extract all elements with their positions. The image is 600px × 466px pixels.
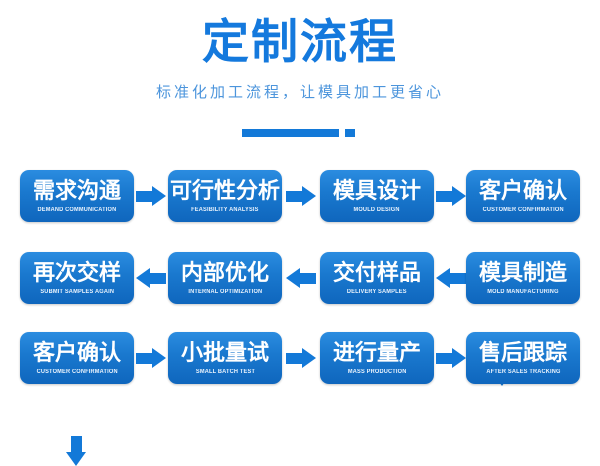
arrow-shaft: [136, 191, 153, 202]
flow-node-label-en: CUSTOMER CONFIRMATION: [36, 368, 118, 375]
arrow-head: [152, 348, 166, 368]
arrow-right-icon: [286, 186, 316, 207]
flow-node-label-cn: 模具制造: [478, 259, 567, 285]
flow-row-3: 客户确认 CUSTOMER CONFIRMATION 小批量试 SMALL BA…: [0, 332, 600, 384]
arrow-left-icon: [436, 268, 466, 289]
arrow-left-icon: [286, 268, 316, 289]
flow-node-customer-confirmation-1[interactable]: 客户确认 CUSTOMER CONFIRMATION: [466, 170, 580, 222]
arrow-head: [436, 268, 450, 288]
header: 定制流程 标准化加工流程，让模具加工更省心: [0, 0, 600, 150]
flow-node-label-en: FEASIBILITY ANALYSIS: [191, 206, 259, 213]
flow-node-label-cn: 进行量产: [332, 339, 421, 365]
flow-node-label-en: AFTER SALES TRACKING: [485, 368, 561, 375]
header-divider: [0, 129, 600, 138]
arrow-head: [302, 186, 316, 206]
flow-node-demand-communication[interactable]: 需求沟通 DEMAND COMMUNICATION: [20, 170, 134, 222]
flow-node-label-cn: 交付样品: [332, 259, 421, 285]
arrow-shaft: [436, 353, 453, 364]
flow-node-label-en: MOULD DESIGN: [353, 206, 401, 213]
arrow-left-icon: [136, 268, 166, 289]
flow-node-label-cn: 再次交样: [32, 259, 121, 285]
arrow-right-icon: [436, 348, 466, 369]
flow-node-label-cn: 客户确认: [478, 177, 567, 203]
arrow-right-icon: [136, 186, 166, 207]
arrow-right-icon: [136, 348, 166, 369]
page-title: 定制流程: [202, 15, 398, 68]
flow-node-label-en: SMALL BATCH TEST: [195, 368, 255, 375]
flow-node-label-cn: 模具设计: [332, 177, 421, 203]
arrow-head: [66, 452, 86, 466]
flow-node-feasibility-analysis[interactable]: 可行性分析 FEASIBILITY ANALYSIS: [168, 170, 282, 222]
flow-node-mass-production[interactable]: 进行量产 MASS PRODUCTION: [320, 332, 434, 384]
arrow-shaft: [149, 273, 166, 284]
flow-node-internal-optimization[interactable]: 内部优化 INTERNAL OPTIMIZATION: [168, 252, 282, 304]
flow-node-label-en: CUSTOMER CONFIRMATION: [482, 206, 564, 213]
flow-node-label-en: DELIVERY SAMPLES: [347, 288, 407, 295]
flow-node-after-sales-tracking[interactable]: 售后跟踪 AFTER SALES TRACKING: [466, 332, 580, 384]
flow-node-customer-confirmation-2[interactable]: 客户确认 CUSTOMER CONFIRMATION: [20, 332, 134, 384]
arrow-head: [452, 348, 466, 368]
flow-node-small-batch-test[interactable]: 小批量试 SMALL BATCH TEST: [168, 332, 282, 384]
arrow-right-icon: [286, 348, 316, 369]
flow-node-label-cn: 可行性分析: [169, 177, 280, 203]
flow-node-label-cn: 售后跟踪: [478, 339, 567, 365]
arrow-down-icon-left: [66, 436, 87, 466]
flow-row-2: 再次交样 SUBMIT SAMPLES AGAIN 内部优化 INTERNAL …: [0, 252, 600, 304]
divider-bar: [242, 129, 339, 137]
arrow-shaft: [436, 191, 453, 202]
flow-node-label-en: MASS PRODUCTION: [347, 368, 407, 375]
flow-node-label-cn: 小批量试: [180, 339, 269, 365]
process-flow-diagram: 需求沟通 DEMAND COMMUNICATION 可行性分析 FEASIBIL…: [0, 150, 600, 466]
arrow-right-icon: [436, 186, 466, 207]
flow-node-label-cn: 需求沟通: [32, 177, 121, 203]
flow-node-label-en: SUBMIT SAMPLES AGAIN: [40, 288, 114, 295]
flow-row-1: 需求沟通 DEMAND COMMUNICATION 可行性分析 FEASIBIL…: [0, 170, 600, 222]
arrow-shaft: [71, 436, 82, 453]
arrow-head: [136, 268, 150, 288]
arrow-shaft: [449, 273, 466, 284]
flow-node-label-cn: 客户确认: [32, 339, 121, 365]
flow-node-label-cn: 内部优化: [180, 259, 269, 285]
arrow-head: [152, 186, 166, 206]
flow-node-submit-samples-again[interactable]: 再次交样 SUBMIT SAMPLES AGAIN: [20, 252, 134, 304]
page-subtitle: 标准化加工流程，让模具加工更省心: [155, 84, 444, 101]
arrow-head: [302, 348, 316, 368]
arrow-head: [452, 186, 466, 206]
flow-node-mould-design[interactable]: 模具设计 MOULD DESIGN: [320, 170, 434, 222]
flow-node-delivery-samples[interactable]: 交付样品 DELIVERY SAMPLES: [320, 252, 434, 304]
flow-node-label-en: MOLD MANUFACTURING: [487, 288, 559, 295]
flow-node-label-en: INTERNAL OPTIMIZATION: [188, 288, 262, 295]
arrow-shaft: [286, 353, 303, 364]
flow-node-mold-manufacturing[interactable]: 模具制造 MOLD MANUFACTURING: [466, 252, 580, 304]
arrow-head: [286, 268, 300, 288]
arrow-shaft: [286, 191, 303, 202]
arrow-shaft: [136, 353, 153, 364]
arrow-shaft: [299, 273, 316, 284]
divider-square: [345, 129, 355, 137]
flow-node-label-en: DEMAND COMMUNICATION: [37, 206, 117, 213]
